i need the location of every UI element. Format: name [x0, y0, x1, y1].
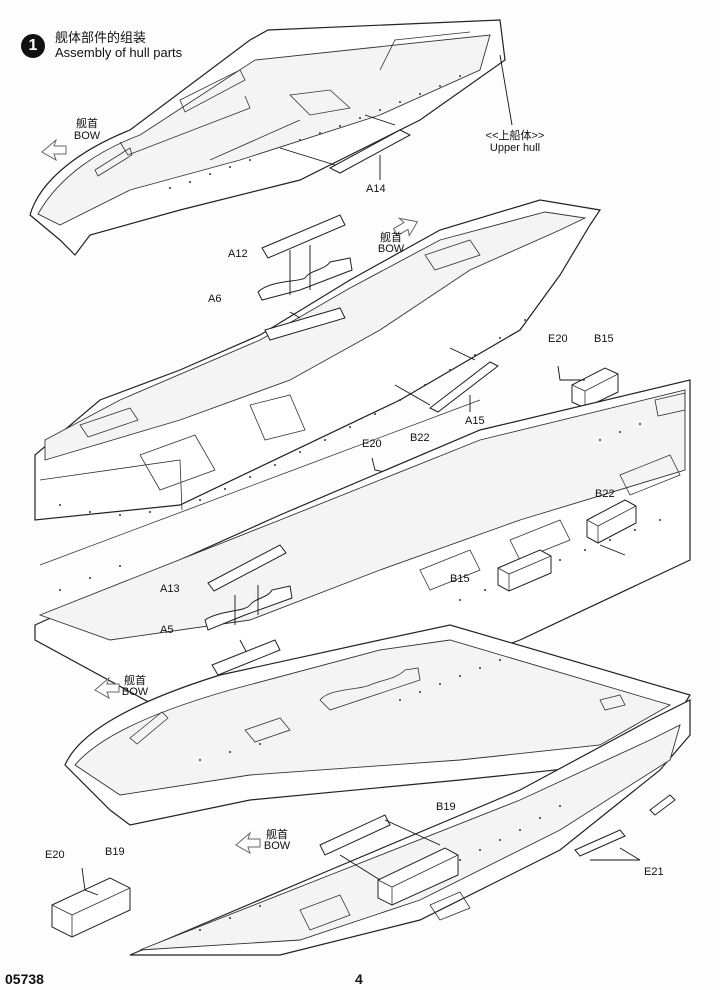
part-label-a5: A5: [160, 624, 174, 636]
hull-upper-bow-section: [29, 19, 513, 256]
hull-middle-section-1: [34, 199, 619, 521]
step-title-english: Assembly of hull parts: [55, 45, 183, 60]
part-label-e20-1: E20: [548, 333, 568, 345]
hull-lower-bow-section: [64, 544, 691, 826]
bow-label-en-4: BOW: [263, 840, 291, 852]
part-label-e20-3: E20: [45, 849, 65, 861]
part-label-e21: E21: [644, 866, 664, 878]
part-label-b19-1: B19: [436, 801, 456, 813]
bow-label-cn-1: 舰首: [76, 118, 98, 130]
part-label-b22-1: B22: [410, 432, 430, 444]
part-label-b19-2: B19: [105, 846, 125, 858]
upper-hull-label-cn: <<上船体>>: [485, 130, 545, 142]
part-label-a6: A6: [208, 293, 222, 305]
upper-hull-label-en: Upper hull: [489, 142, 541, 154]
bow-label-cn-3: 舰首: [124, 675, 146, 687]
part-label-a15: A15: [465, 415, 485, 427]
bow-label-en-1: BOW: [73, 130, 101, 142]
part-label-e20-2: E20: [362, 438, 382, 450]
page-number: 4: [355, 971, 363, 987]
part-label-a12: A12: [228, 248, 248, 260]
part-label-a14: A14: [366, 183, 386, 195]
bow-label-en-3: BOW: [121, 686, 149, 698]
hull-lower-section: [51, 699, 691, 956]
bow-label-cn-4: 舰首: [266, 829, 288, 841]
bow-label-en-2: BOW: [377, 243, 405, 255]
part-label-b22-2: B22: [595, 488, 615, 500]
part-label-b15-1: B15: [594, 333, 614, 345]
part-label-b15-2: B15: [450, 573, 470, 585]
hull-middle-section-2: [34, 379, 691, 731]
step-number-badge: 1: [21, 34, 45, 58]
product-code: 05738: [5, 971, 44, 987]
part-label-a13: A13: [160, 583, 180, 595]
step-title-chinese: 舰体部件的组装: [55, 31, 147, 46]
bow-label-cn-2: 舰首: [380, 232, 402, 244]
